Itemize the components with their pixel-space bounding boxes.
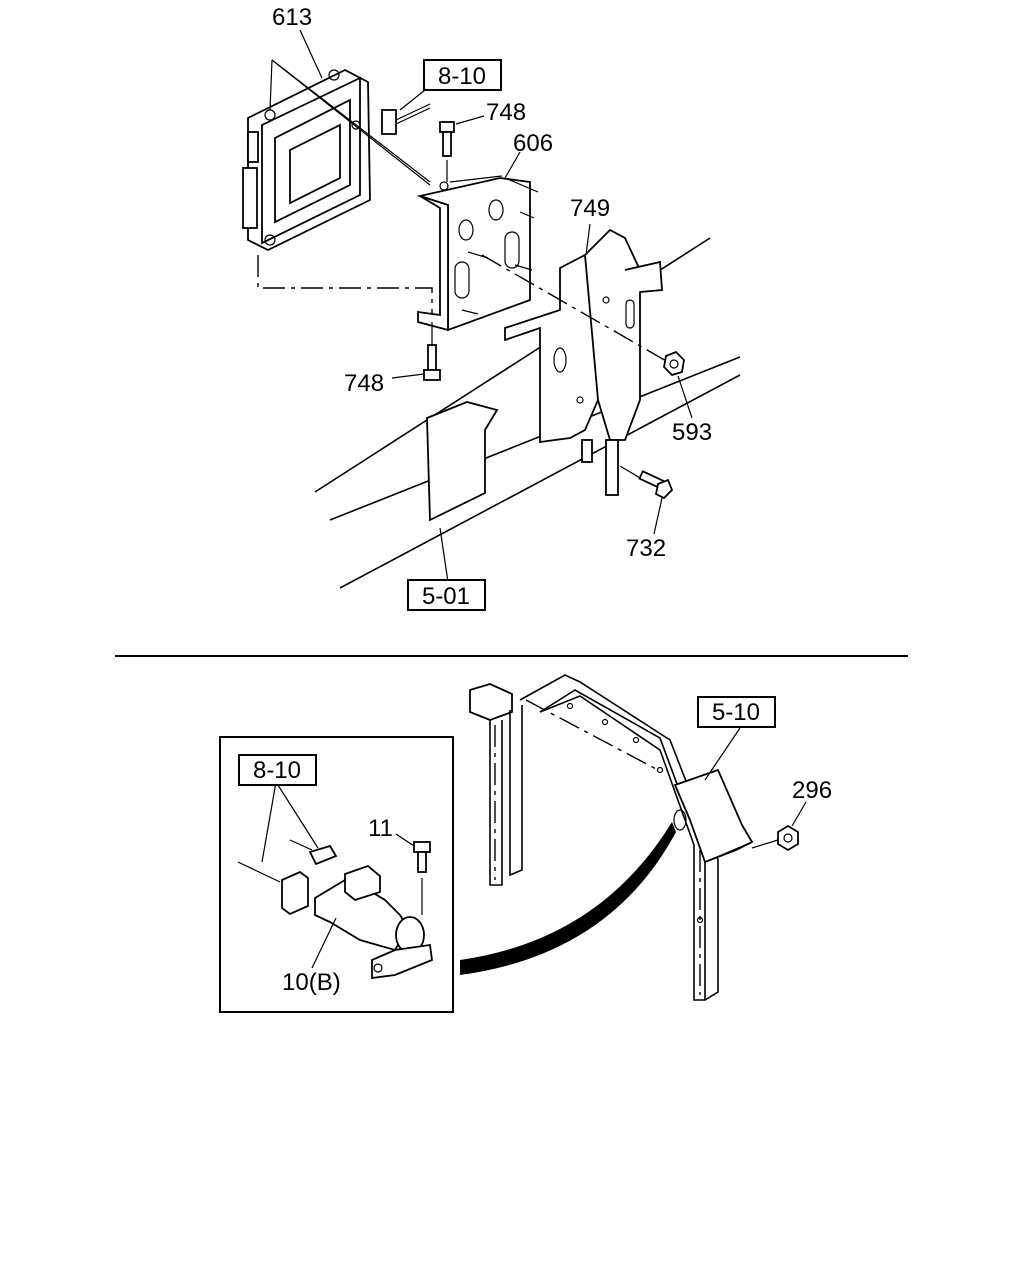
callout-band bbox=[460, 822, 676, 975]
frame-rail bbox=[314, 237, 741, 589]
ref-box-8-10-inset-frame bbox=[238, 754, 317, 786]
ref-8-10-top: 8-10 bbox=[438, 63, 486, 90]
label-732: 732 bbox=[626, 535, 666, 562]
ref-5-01: 5-01 bbox=[422, 583, 470, 610]
ref-8-10-inset: 8-10 bbox=[253, 757, 301, 784]
label-593: 593 bbox=[672, 419, 712, 446]
ref-box-5-01-frame bbox=[407, 579, 486, 611]
connector-plug bbox=[381, 103, 431, 135]
bolt-732 bbox=[619, 465, 674, 500]
inset-bolt-11 bbox=[413, 841, 431, 915]
label-10b: 10(B) bbox=[282, 969, 341, 996]
label-748-bottom: 748 bbox=[344, 370, 384, 397]
label-296: 296 bbox=[792, 777, 832, 804]
ref-box-5-10-frame bbox=[697, 696, 776, 728]
bracket-749 bbox=[504, 228, 663, 496]
label-613: 613 bbox=[272, 4, 312, 31]
mount-bracket-5-10 bbox=[673, 768, 754, 864]
control-unit-613 bbox=[242, 68, 371, 252]
inset-harness bbox=[237, 781, 338, 916]
nut-593 bbox=[663, 350, 685, 377]
label-748-top: 748 bbox=[486, 99, 526, 126]
bolt-748-bottom bbox=[423, 322, 441, 381]
label-749: 749 bbox=[570, 195, 610, 222]
bracket-606 bbox=[416, 177, 535, 332]
bolt-748-top bbox=[439, 121, 455, 182]
nut-296 bbox=[777, 824, 799, 852]
label-606: 606 bbox=[513, 130, 553, 157]
ref-5-10: 5-10 bbox=[712, 699, 760, 726]
ref-box-8-10-top-frame bbox=[423, 59, 502, 91]
label-11: 11 bbox=[368, 815, 393, 842]
inset-sensor-10b bbox=[314, 864, 433, 980]
